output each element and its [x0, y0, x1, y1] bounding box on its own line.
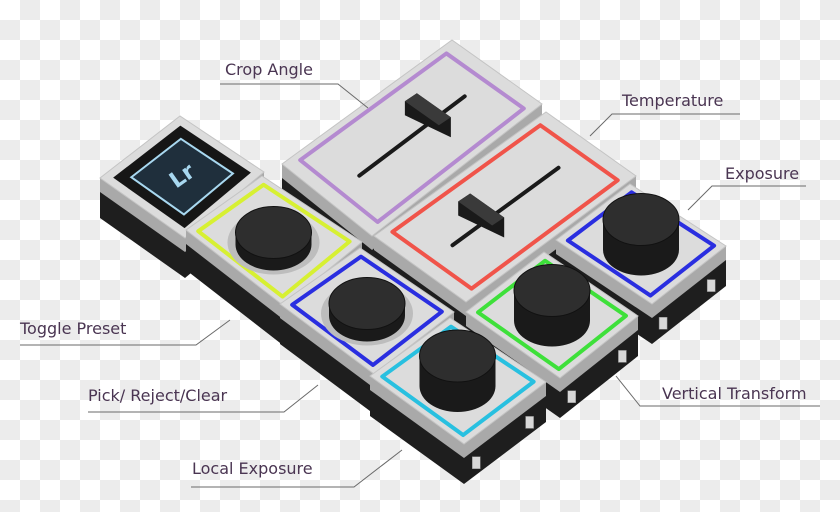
led-ring	[196, 182, 352, 299]
label-vertical-transform-text: Vertical Transform	[662, 384, 807, 403]
label-temperature-text: Temperature	[621, 91, 723, 110]
label-local-exposure: Local Exposure	[191, 449, 403, 488]
leader-line	[191, 449, 403, 488]
push-button[interactable]	[227, 206, 320, 275]
knob[interactable]	[419, 329, 496, 412]
knob[interactable]	[513, 264, 591, 347]
label-exposure: Exposure	[687, 164, 806, 211]
label-crop-angle-text: Crop Angle	[225, 60, 313, 79]
port-window	[472, 456, 481, 469]
label-temperature: Temperature	[589, 91, 740, 137]
knob[interactable]	[602, 193, 680, 276]
controller-device: Lr	[99, 39, 727, 484]
local-exposure-dial-module[interactable]	[369, 317, 547, 484]
port-window	[525, 416, 534, 429]
leader-line	[615, 375, 820, 407]
slider-handle[interactable]	[458, 193, 505, 238]
slider-handle-top	[458, 193, 505, 226]
label-exposure-text: Exposure	[725, 164, 799, 183]
leader-line	[687, 185, 806, 211]
port-window	[658, 317, 668, 330]
screen-display	[129, 137, 235, 216]
knob-top	[328, 277, 406, 330]
label-vertical-transform: Vertical Transform	[615, 375, 820, 407]
knob-top	[235, 206, 312, 259]
port-window	[706, 279, 716, 292]
slider-handle-top	[404, 93, 451, 126]
knob-top	[602, 193, 680, 246]
label-crop-angle: Crop Angle	[220, 60, 369, 109]
label-pick-reject-clear: Pick/ Reject/Clear	[88, 384, 319, 413]
exposure-dial-module[interactable]	[555, 183, 727, 344]
port-window	[618, 350, 627, 363]
label-local-exposure-text: Local Exposure	[192, 459, 313, 478]
push-button[interactable]	[321, 277, 413, 346]
crop-angle-slider-module[interactable]	[281, 39, 543, 276]
slider-track	[357, 94, 467, 178]
label-toggle-preset: Toggle Preset	[19, 319, 231, 346]
label-toggle-preset-text: Toggle Preset	[19, 319, 126, 338]
knob-top	[513, 264, 591, 317]
label-pick-reject-clear-text: Pick/ Reject/Clear	[88, 386, 228, 405]
slider-handle[interactable]	[404, 93, 451, 138]
leader-line	[589, 113, 740, 137]
temperature-slider-module[interactable]	[373, 111, 637, 342]
led-ring	[290, 254, 444, 367]
knob-top	[419, 329, 496, 383]
port-window	[567, 390, 576, 403]
led-ring	[390, 123, 620, 291]
slider-track	[450, 165, 561, 248]
leader-line	[220, 83, 369, 109]
leader-line	[20, 319, 231, 346]
led-ring	[298, 51, 526, 224]
leader-line	[88, 384, 319, 413]
